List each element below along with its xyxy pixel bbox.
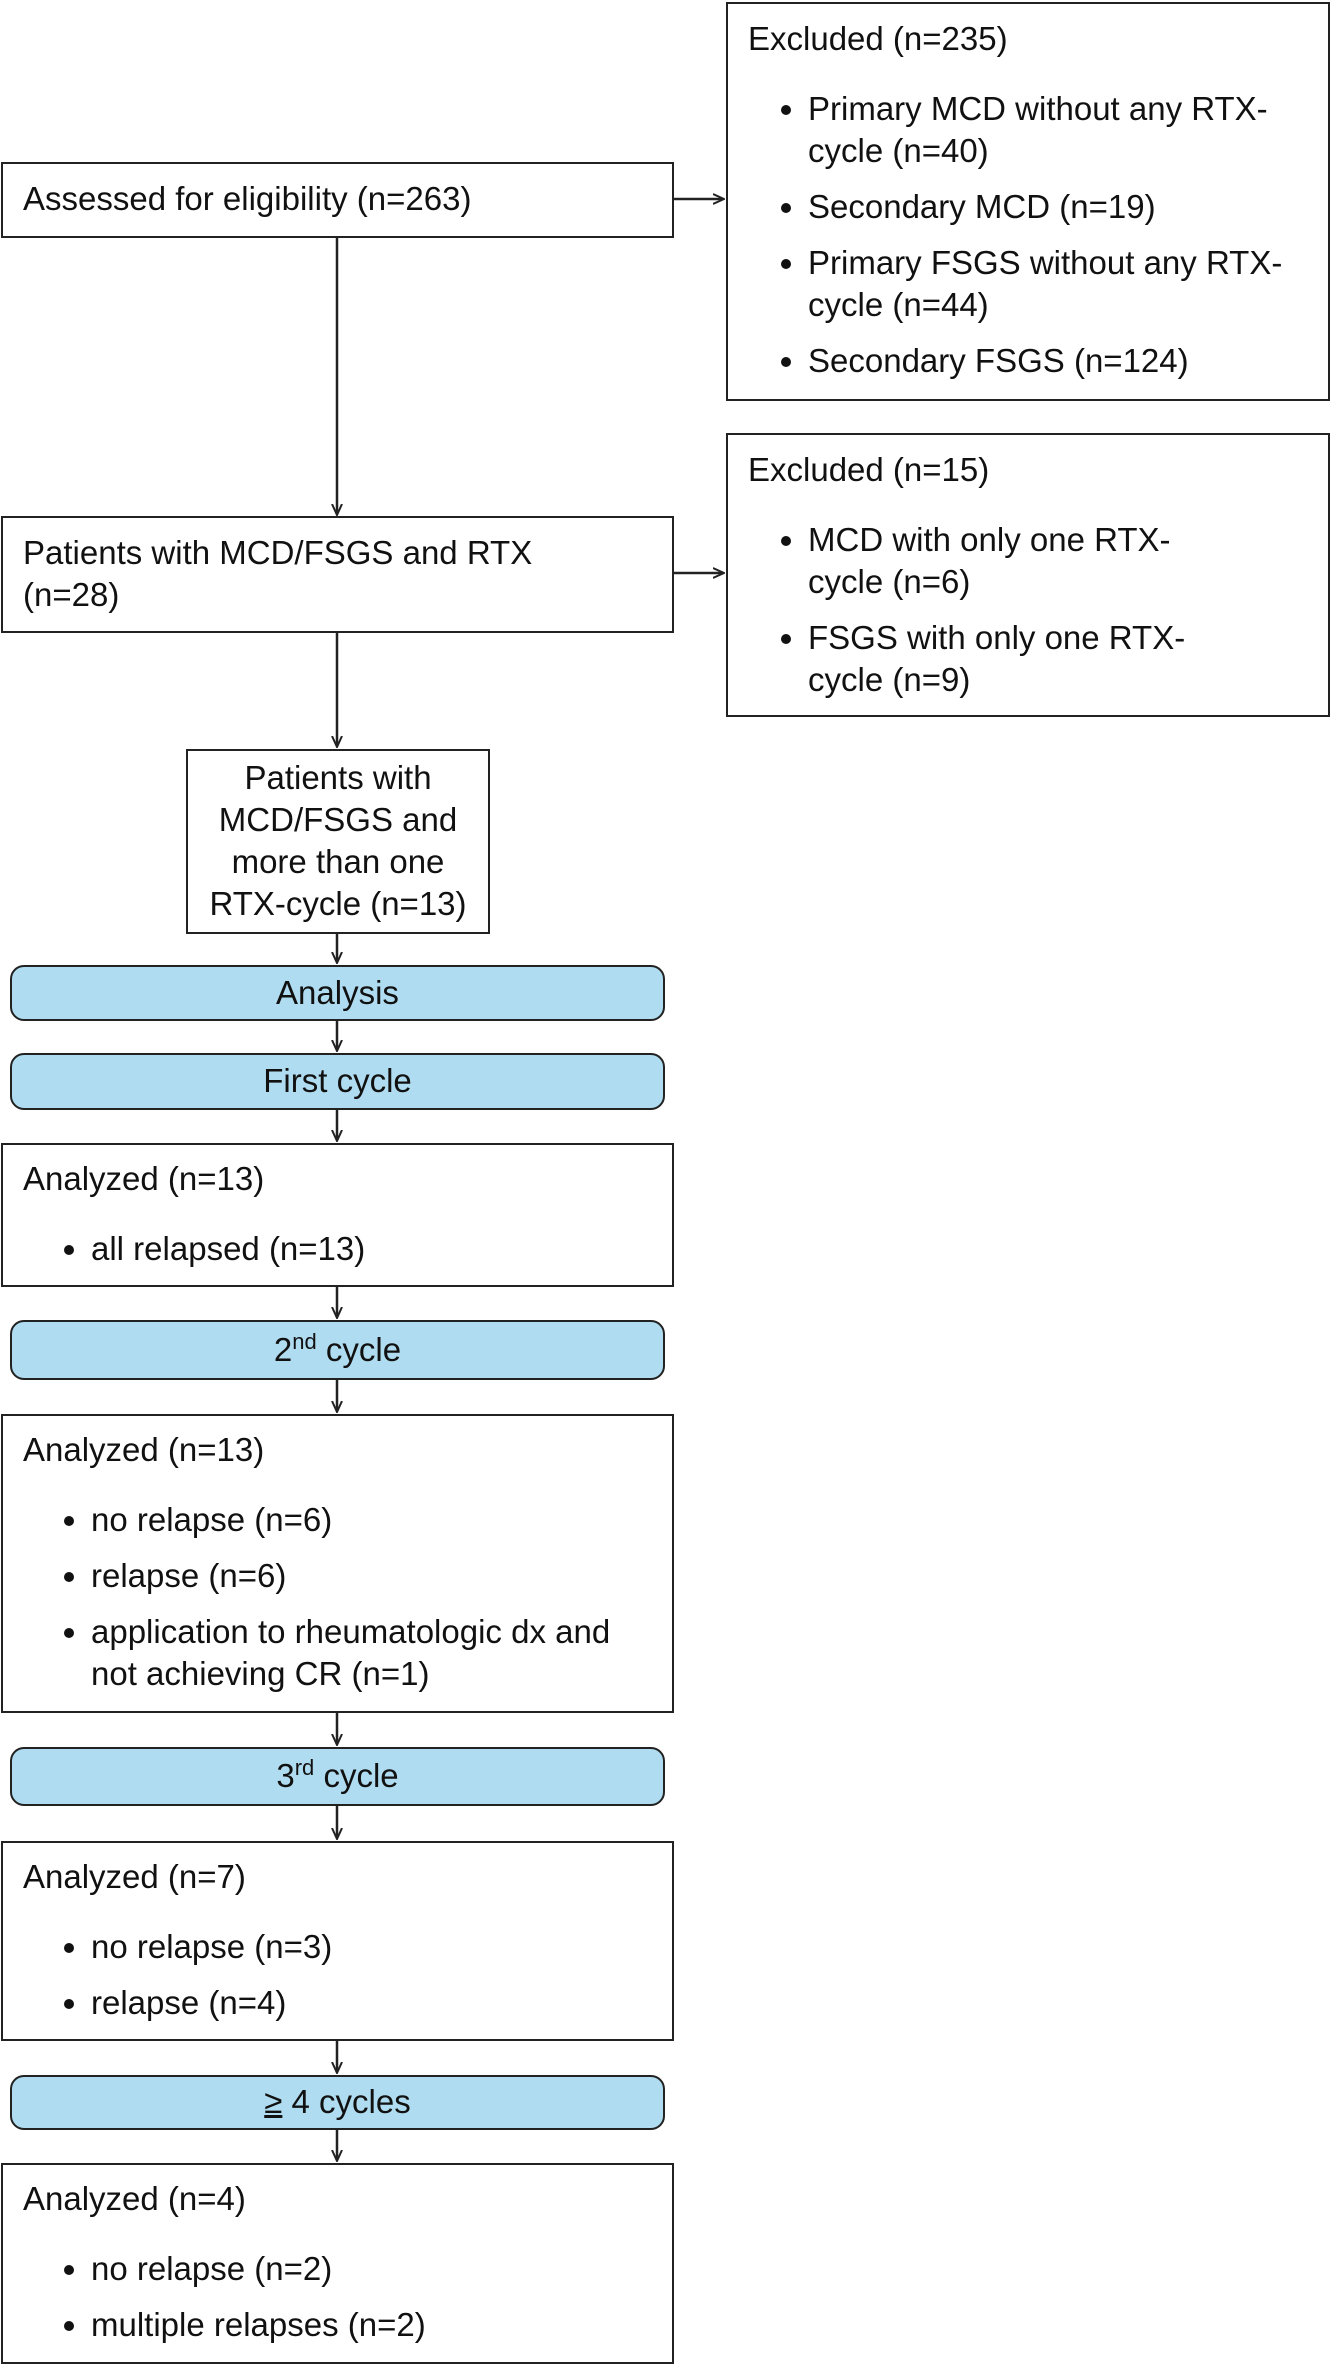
- excluded-2-title: Excluded (n=15): [748, 451, 990, 488]
- third-cycle-suffix: rd: [294, 1755, 315, 1780]
- cycle4-title: Analyzed (n=4): [23, 2180, 246, 2217]
- excluded-box-2: Excluded (n=15) MCD with only one RTX-cy…: [726, 433, 1330, 717]
- excluded-2-list: MCD with only one RTX-cycle (n=6) FSGS w…: [768, 519, 1228, 715]
- first-cycle-label: First cycle: [263, 1062, 412, 1099]
- patients-multi-label: Patients with MCD/FSGS and more than one…: [209, 759, 467, 922]
- list-item: Secondary FSGS (n=124): [808, 340, 1314, 382]
- third-cycle-word: cycle: [323, 1757, 399, 1794]
- cycle3-title: Analyzed (n=7): [23, 1858, 246, 1895]
- list-item: Primary MCD without any RTX-cycle (n=40): [808, 88, 1314, 172]
- cycle1-title: Analyzed (n=13): [23, 1160, 265, 1197]
- assessed-box: Assessed for eligibility (n=263): [1, 162, 674, 238]
- list-item: MCD with only one RTX-cycle (n=6): [808, 519, 1228, 603]
- excluded-1-list: Primary MCD without any RTX-cycle (n=40)…: [768, 88, 1314, 396]
- excluded-box-1: Excluded (n=235) Primary MCD without any…: [726, 2, 1330, 401]
- list-item: relapse (n=6): [91, 1555, 612, 1597]
- fourth-cycle-stage: ≥ 4 cycles: [10, 2075, 665, 2130]
- assessed-label: Assessed for eligibility (n=263): [23, 180, 472, 217]
- list-item: Primary FSGS without any RTX-cycle (n=44…: [808, 242, 1314, 326]
- third-cycle-stage: 3rd cycle: [10, 1747, 665, 1806]
- list-item: application to rheumatologic dx and not …: [91, 1611, 612, 1695]
- cycle4-box: Analyzed (n=4) no relapse (n=2) multiple…: [1, 2163, 674, 2364]
- second-cycle-word: cycle: [325, 1331, 402, 1368]
- cycle2-list: no relapse (n=6) relapse (n=6) applicati…: [51, 1499, 612, 1709]
- analysis-stage: Analysis: [10, 965, 665, 1021]
- patients-multi-box: Patients with MCD/FSGS and more than one…: [186, 749, 490, 934]
- list-item: all relapsed (n=13): [91, 1228, 658, 1270]
- patients-rtx-box: Patients with MCD/FSGS and RTX (n=28): [1, 516, 674, 633]
- second-cycle-number: 2: [273, 1331, 293, 1368]
- cycle3-list: no relapse (n=3) relapse (n=4): [51, 1926, 658, 2038]
- fourth-cycle-label: ≥ 4 cycles: [264, 2077, 411, 2127]
- patients-rtx-label: Patients with MCD/FSGS and RTX (n=28): [23, 534, 533, 613]
- analysis-label: Analysis: [276, 974, 399, 1011]
- geq-symbol: ≥: [264, 2083, 283, 2120]
- second-cycle-stage: 2nd cycle: [10, 1320, 665, 1380]
- list-item: no relapse (n=2): [91, 2248, 658, 2290]
- list-item: no relapse (n=6): [91, 1499, 612, 1541]
- third-cycle-number: 3: [276, 1757, 295, 1794]
- list-item: FSGS with only one RTX-cycle (n=9): [808, 617, 1228, 701]
- list-item: no relapse (n=3): [91, 1926, 658, 1968]
- excluded-1-title: Excluded (n=235): [748, 20, 1008, 57]
- cycle1-list: all relapsed (n=13): [51, 1228, 658, 1284]
- fourth-cycle-word: 4 cycles: [291, 2083, 411, 2120]
- list-item: multiple relapses (n=2): [91, 2304, 658, 2346]
- cycle4-list: no relapse (n=2) multiple relapses (n=2): [51, 2248, 658, 2360]
- first-cycle-stage: First cycle: [10, 1053, 665, 1110]
- cycle1-box: Analyzed (n=13) all relapsed (n=13): [1, 1143, 674, 1287]
- cycle3-box: Analyzed (n=7) no relapse (n=3) relapse …: [1, 1841, 674, 2041]
- second-cycle-label: 2nd cycle: [274, 1322, 401, 1377]
- third-cycle-label: 3rd cycle: [276, 1749, 398, 1803]
- second-cycle-suffix: nd: [292, 1329, 317, 1354]
- cycle2-box: Analyzed (n=13) no relapse (n=6) relapse…: [1, 1414, 674, 1713]
- cycle2-title: Analyzed (n=13): [23, 1431, 265, 1468]
- list-item: relapse (n=4): [91, 1982, 658, 2024]
- list-item: Secondary MCD (n=19): [808, 186, 1314, 228]
